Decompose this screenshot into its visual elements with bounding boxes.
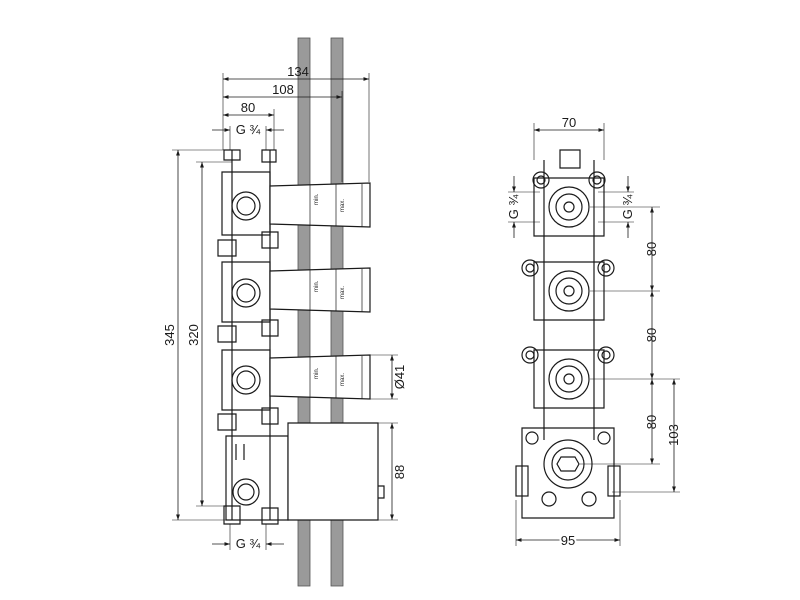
thread-bottom-side: G ¾ xyxy=(236,536,261,551)
max-label-1: max. xyxy=(340,199,346,212)
min-label-2: min. xyxy=(314,280,320,292)
dim-diameter-41: Ø41 xyxy=(392,365,407,390)
min-label-3: min. xyxy=(314,367,320,379)
dim-offset-103: 103 xyxy=(666,424,681,446)
side-view: min. max. min. max. min. max. xyxy=(217,149,385,525)
dim-spacing-80-3: 80 xyxy=(644,415,659,429)
dim-width-95: 95 xyxy=(561,533,575,548)
top-nozzle xyxy=(223,149,277,163)
valve-front-1 xyxy=(532,171,606,237)
max-label-3: max. xyxy=(340,373,346,386)
valve-side-3 xyxy=(217,349,371,431)
body-spine xyxy=(231,150,271,520)
max-label-2: max. xyxy=(340,286,346,299)
min-label-1: min. xyxy=(314,193,320,205)
dim-width-70: 70 xyxy=(562,115,576,130)
thread-left-front: G ¾ xyxy=(506,195,521,220)
front-view xyxy=(515,149,621,519)
dim-height-320: 320 xyxy=(186,324,201,346)
valve-front-2 xyxy=(521,259,615,321)
valve-front-3 xyxy=(521,346,615,409)
dim-width-134: 134 xyxy=(287,64,309,79)
side-dimensions: 134 108 80 G ¾ 345 320 Ø41 88 G ¾ xyxy=(162,64,407,551)
dim-spacing-80-2: 80 xyxy=(644,328,659,342)
dim-width-80: 80 xyxy=(241,100,255,115)
dim-box-88: 88 xyxy=(392,465,407,479)
thread-top-side: G ¾ xyxy=(236,122,261,137)
cover-box xyxy=(287,422,379,521)
front-bottom-housing xyxy=(515,427,621,519)
front-dimensions: 70 G ¾ G ¾ 80 80 80 103 95 xyxy=(506,115,681,550)
valve-side-1 xyxy=(217,171,371,257)
front-top-cap xyxy=(559,149,581,169)
bottom-housing xyxy=(223,422,385,525)
min-max-labels: min. max. min. max. min. max. xyxy=(314,193,346,386)
front-spine xyxy=(543,160,595,440)
dim-width-108: 108 xyxy=(272,82,294,97)
valve-side-2 xyxy=(217,261,371,343)
dim-height-345: 345 xyxy=(162,324,177,346)
dim-spacing-80-1: 80 xyxy=(644,242,659,256)
